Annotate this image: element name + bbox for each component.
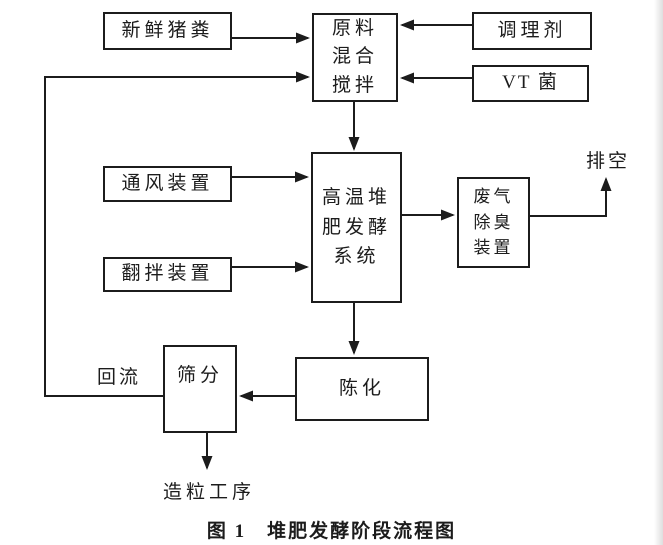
- arrow-deodorization-to-vent: [530, 177, 612, 217]
- node-vt-bacteria: VT 菌: [472, 65, 589, 102]
- node-raw-material-mixing: 原料 混合 搅拌: [312, 13, 398, 102]
- arrow-reflux-screening-to-mixing: [44, 71, 310, 397]
- node-fermentation-system: 高温堆 肥发酵 系统: [311, 152, 402, 303]
- node-turning-device: 翻拌装置: [103, 257, 232, 292]
- label-granulation-process: 造粒工序: [163, 482, 256, 503]
- label-vent-to-air: 排空: [586, 151, 631, 172]
- node-aging: 陈化: [295, 357, 429, 421]
- node-conditioner: 调理剂: [472, 12, 592, 50]
- node-ventilation-device: 通风装置: [103, 166, 232, 202]
- label-reflux: 回流: [97, 367, 142, 388]
- node-screening: 筛分: [163, 345, 237, 433]
- node-fresh-pig-manure: 新鲜猪粪: [103, 12, 232, 50]
- node-deodorization-device: 废气 除臭 装置: [457, 177, 530, 268]
- figure-caption: 图 1 堆肥发酵阶段流程图: [206, 521, 457, 542]
